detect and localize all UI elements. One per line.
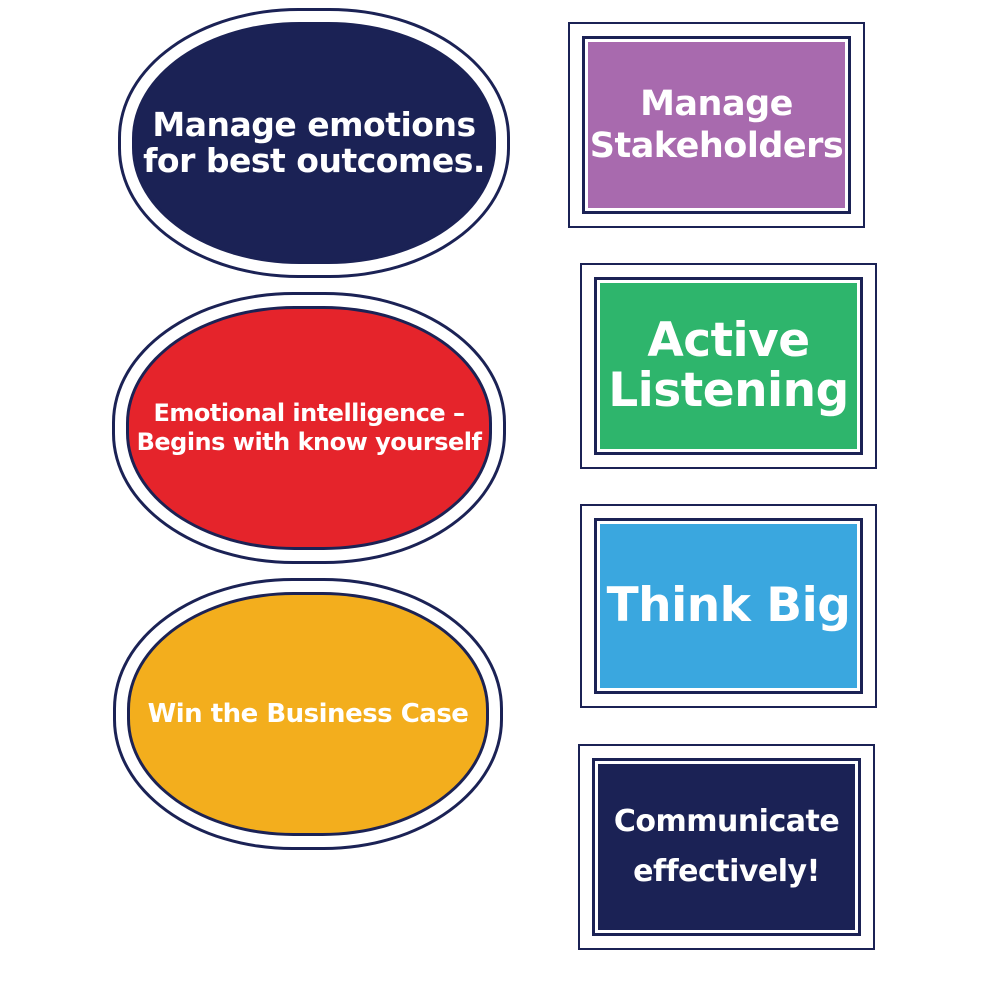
badge-think-big: Think Big (580, 504, 877, 708)
badge-label: Manage Stakeholders (589, 83, 844, 167)
badge-label-line: Listening (608, 363, 849, 418)
badge-fill: Manage Stakeholders (588, 42, 845, 208)
badge-manage-stakeholders: Manage Stakeholders (568, 22, 865, 228)
badge-fill: Think Big (600, 524, 857, 688)
badge-label: Active Listening (608, 316, 849, 416)
badge-win-business-case: Win the Business Case (113, 578, 503, 850)
badge-label-line: Manage (640, 84, 793, 124)
badge-label-line: effectively! (633, 854, 820, 889)
badge-frame: Communicate effectively! (592, 758, 861, 936)
badge-label-line: for best outcomes. (143, 141, 485, 180)
badge-label-line: Emotional intelligence – (153, 399, 465, 427)
badge-fill: Manage emotions for best outcomes. (132, 22, 496, 264)
badge-manage-emotions: Manage emotions for best outcomes. (118, 8, 510, 278)
badge-label-line: Manage emotions (152, 105, 476, 144)
badge-label: Win the Business Case (148, 699, 469, 729)
badge-label: Communicate effectively! (613, 797, 840, 897)
badge-frame: Manage Stakeholders (582, 36, 851, 214)
badge-label-line: Communicate (613, 804, 840, 839)
badge-active-listening: Active Listening (580, 263, 877, 469)
badge-fill: Active Listening (600, 283, 857, 449)
badge-emotional-intelligence: Emotional intelligence – Begins with kno… (112, 292, 506, 564)
badge-label-line: Begins with know yourself (136, 428, 482, 456)
badge-frame: Active Listening (594, 277, 863, 455)
badge-fill: Communicate effectively! (598, 764, 855, 930)
badge-label-line: Think Big (606, 578, 851, 633)
badge-label-line: Win the Business Case (147, 699, 469, 729)
badge-label: Emotional intelligence – Begins with kno… (137, 399, 482, 457)
badge-frame: Think Big (594, 518, 863, 694)
badge-label: Manage emotions for best outcomes. (143, 107, 485, 179)
badge-fill: Win the Business Case (127, 592, 489, 836)
badge-label: Think Big (607, 581, 851, 631)
badge-communicate-effectively: Communicate effectively! (578, 744, 875, 950)
badge-label-line: Stakeholders (589, 126, 844, 166)
badge-fill: Emotional intelligence – Begins with kno… (126, 306, 492, 550)
badge-label-line: Active (647, 313, 810, 368)
